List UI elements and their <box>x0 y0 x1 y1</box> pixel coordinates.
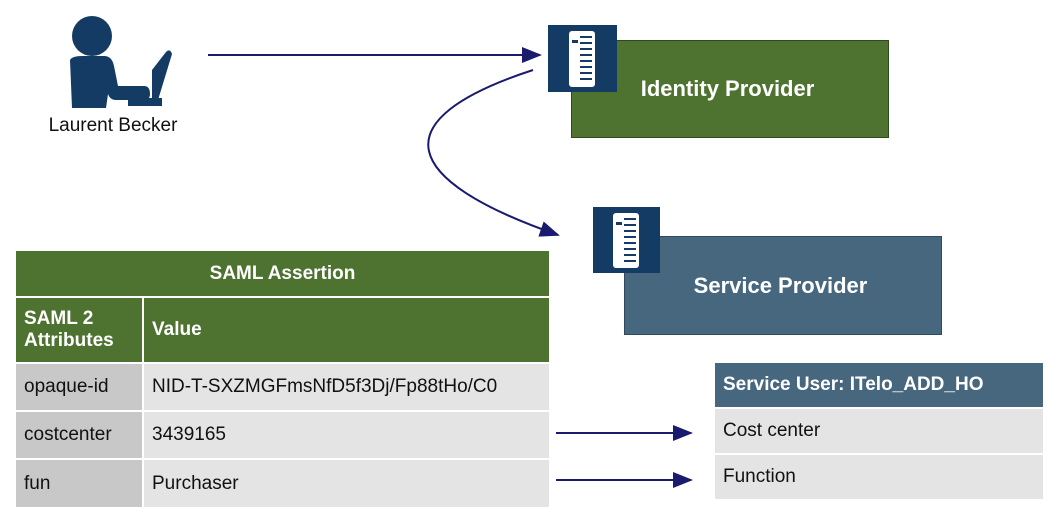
server-icon <box>569 31 595 87</box>
attribute-name: costcenter <box>16 410 144 459</box>
server-icon <box>613 213 639 268</box>
identity-provider-label: Identity Provider <box>640 76 815 101</box>
saml-attributes-header: SAML 2 Attributes <box>16 297 144 363</box>
list-item: Function <box>715 455 1043 501</box>
saml-assertion-title: SAML Assertion <box>16 251 550 298</box>
user-at-computer-icon <box>70 16 172 108</box>
identity-provider-server-icon <box>548 25 617 92</box>
saml-assertion-table: SAML Assertion SAML 2 Attributes Value o… <box>16 251 550 507</box>
saml-value-header: Value <box>143 297 550 363</box>
identity-provider-box: Identity Provider <box>571 40 889 138</box>
user-name: Laurent Becker <box>48 115 178 136</box>
list-item: Cost center <box>715 409 1043 455</box>
table-row: opaque-id NID-T-SXZMGFmsNfD5f3Dj/Fp88tHo… <box>16 362 550 411</box>
attribute-value: 3439165 <box>143 410 550 459</box>
table-row: fun Purchaser <box>16 458 550 507</box>
user <box>60 8 180 112</box>
attribute-name: fun <box>16 458 144 507</box>
attribute-name: opaque-id <box>16 362 144 411</box>
service-provider-server-icon <box>593 207 660 273</box>
service-user-table: Service User: ITelo_ADD_HO Cost center F… <box>715 363 1043 501</box>
arrow-idp-to-sp <box>427 69 560 237</box>
service-user-title: Service User: ITelo_ADD_HO <box>715 363 1043 409</box>
service-provider-label: Service Provider <box>693 272 868 298</box>
attribute-value: Purchaser <box>143 458 550 507</box>
service-provider-box: Service Provider <box>624 236 942 335</box>
attribute-value: NID-T-SXZMGFmsNfD5f3Dj/Fp88tHo/C0 <box>143 362 550 411</box>
table-row: costcenter 3439165 <box>16 410 550 459</box>
